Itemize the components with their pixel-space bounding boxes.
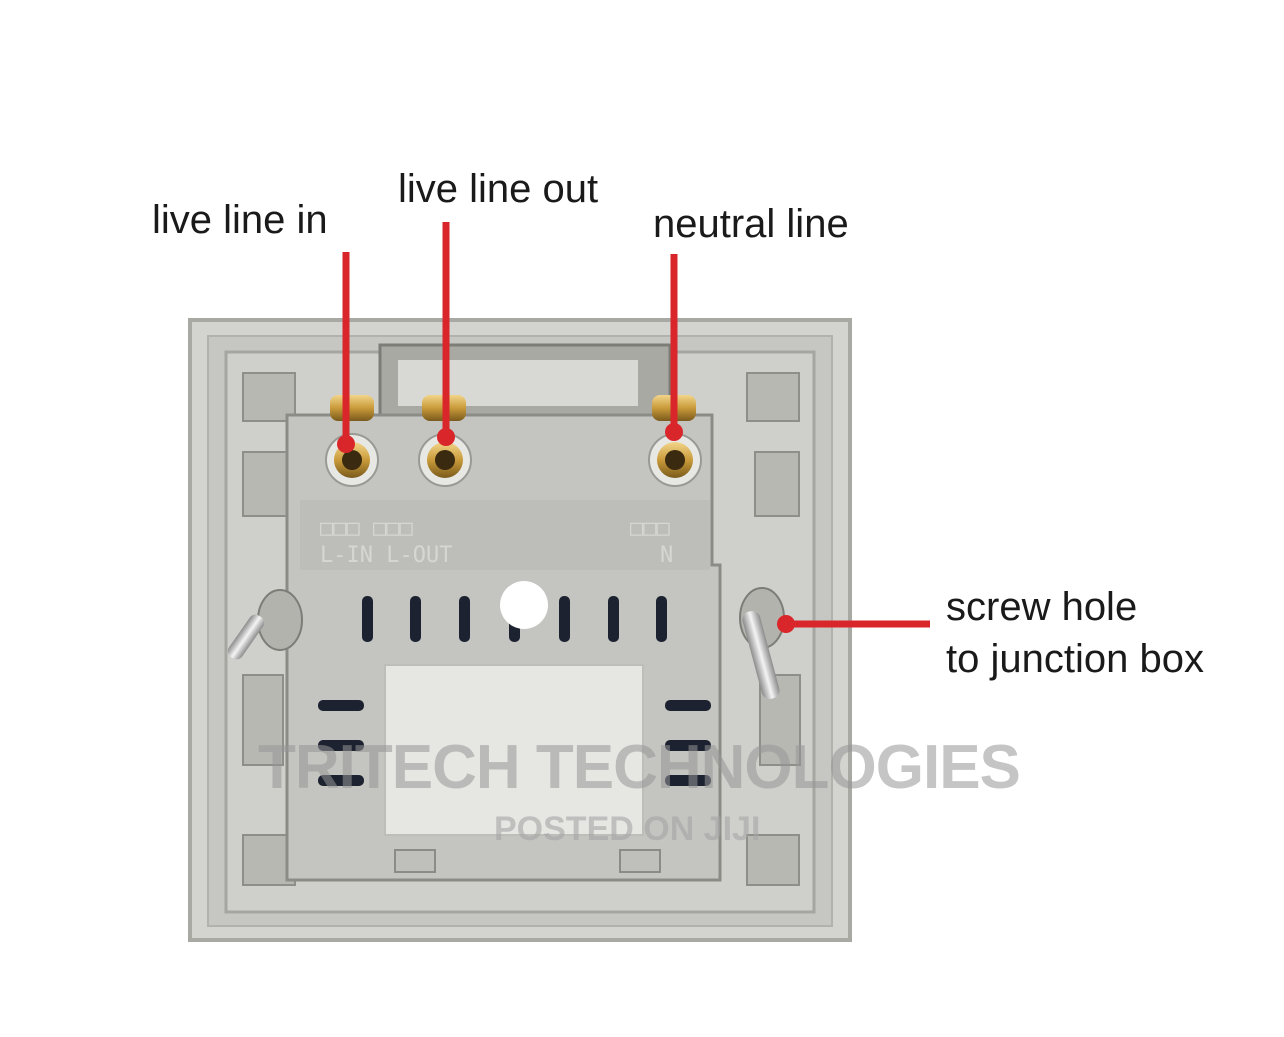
label-live-line-out: live line out (398, 167, 599, 211)
label-screw-hole: screw hole to junction box (946, 581, 1204, 685)
svg-text:□□□: □□□ (630, 516, 670, 541)
top-window (378, 343, 672, 417)
svg-text:N: N (660, 543, 673, 568)
bottom-tabs (394, 849, 661, 873)
label-neutral-line: neutral line (653, 202, 849, 246)
watermark-main: TRITECH TECHNOLOGIES (258, 733, 1021, 802)
corner-recesses (242, 372, 801, 886)
svg-text:□□□ □□□: □□□ □□□ (320, 516, 413, 541)
svg-text:L-IN L-OUT: L-IN L-OUT (320, 543, 452, 568)
mounting-screws (227, 587, 785, 699)
watermark-sub: POSTED ON JIJI (494, 810, 761, 848)
label-live-line-in: live line in (152, 198, 328, 242)
terminal-live-out (418, 395, 472, 487)
label-screw-hole-line1: screw hole (946, 585, 1138, 629)
label-screw-hole-line2: to junction box (946, 637, 1204, 681)
center-dot (500, 581, 548, 629)
pointers (337, 222, 930, 633)
label-panel (384, 664, 644, 836)
